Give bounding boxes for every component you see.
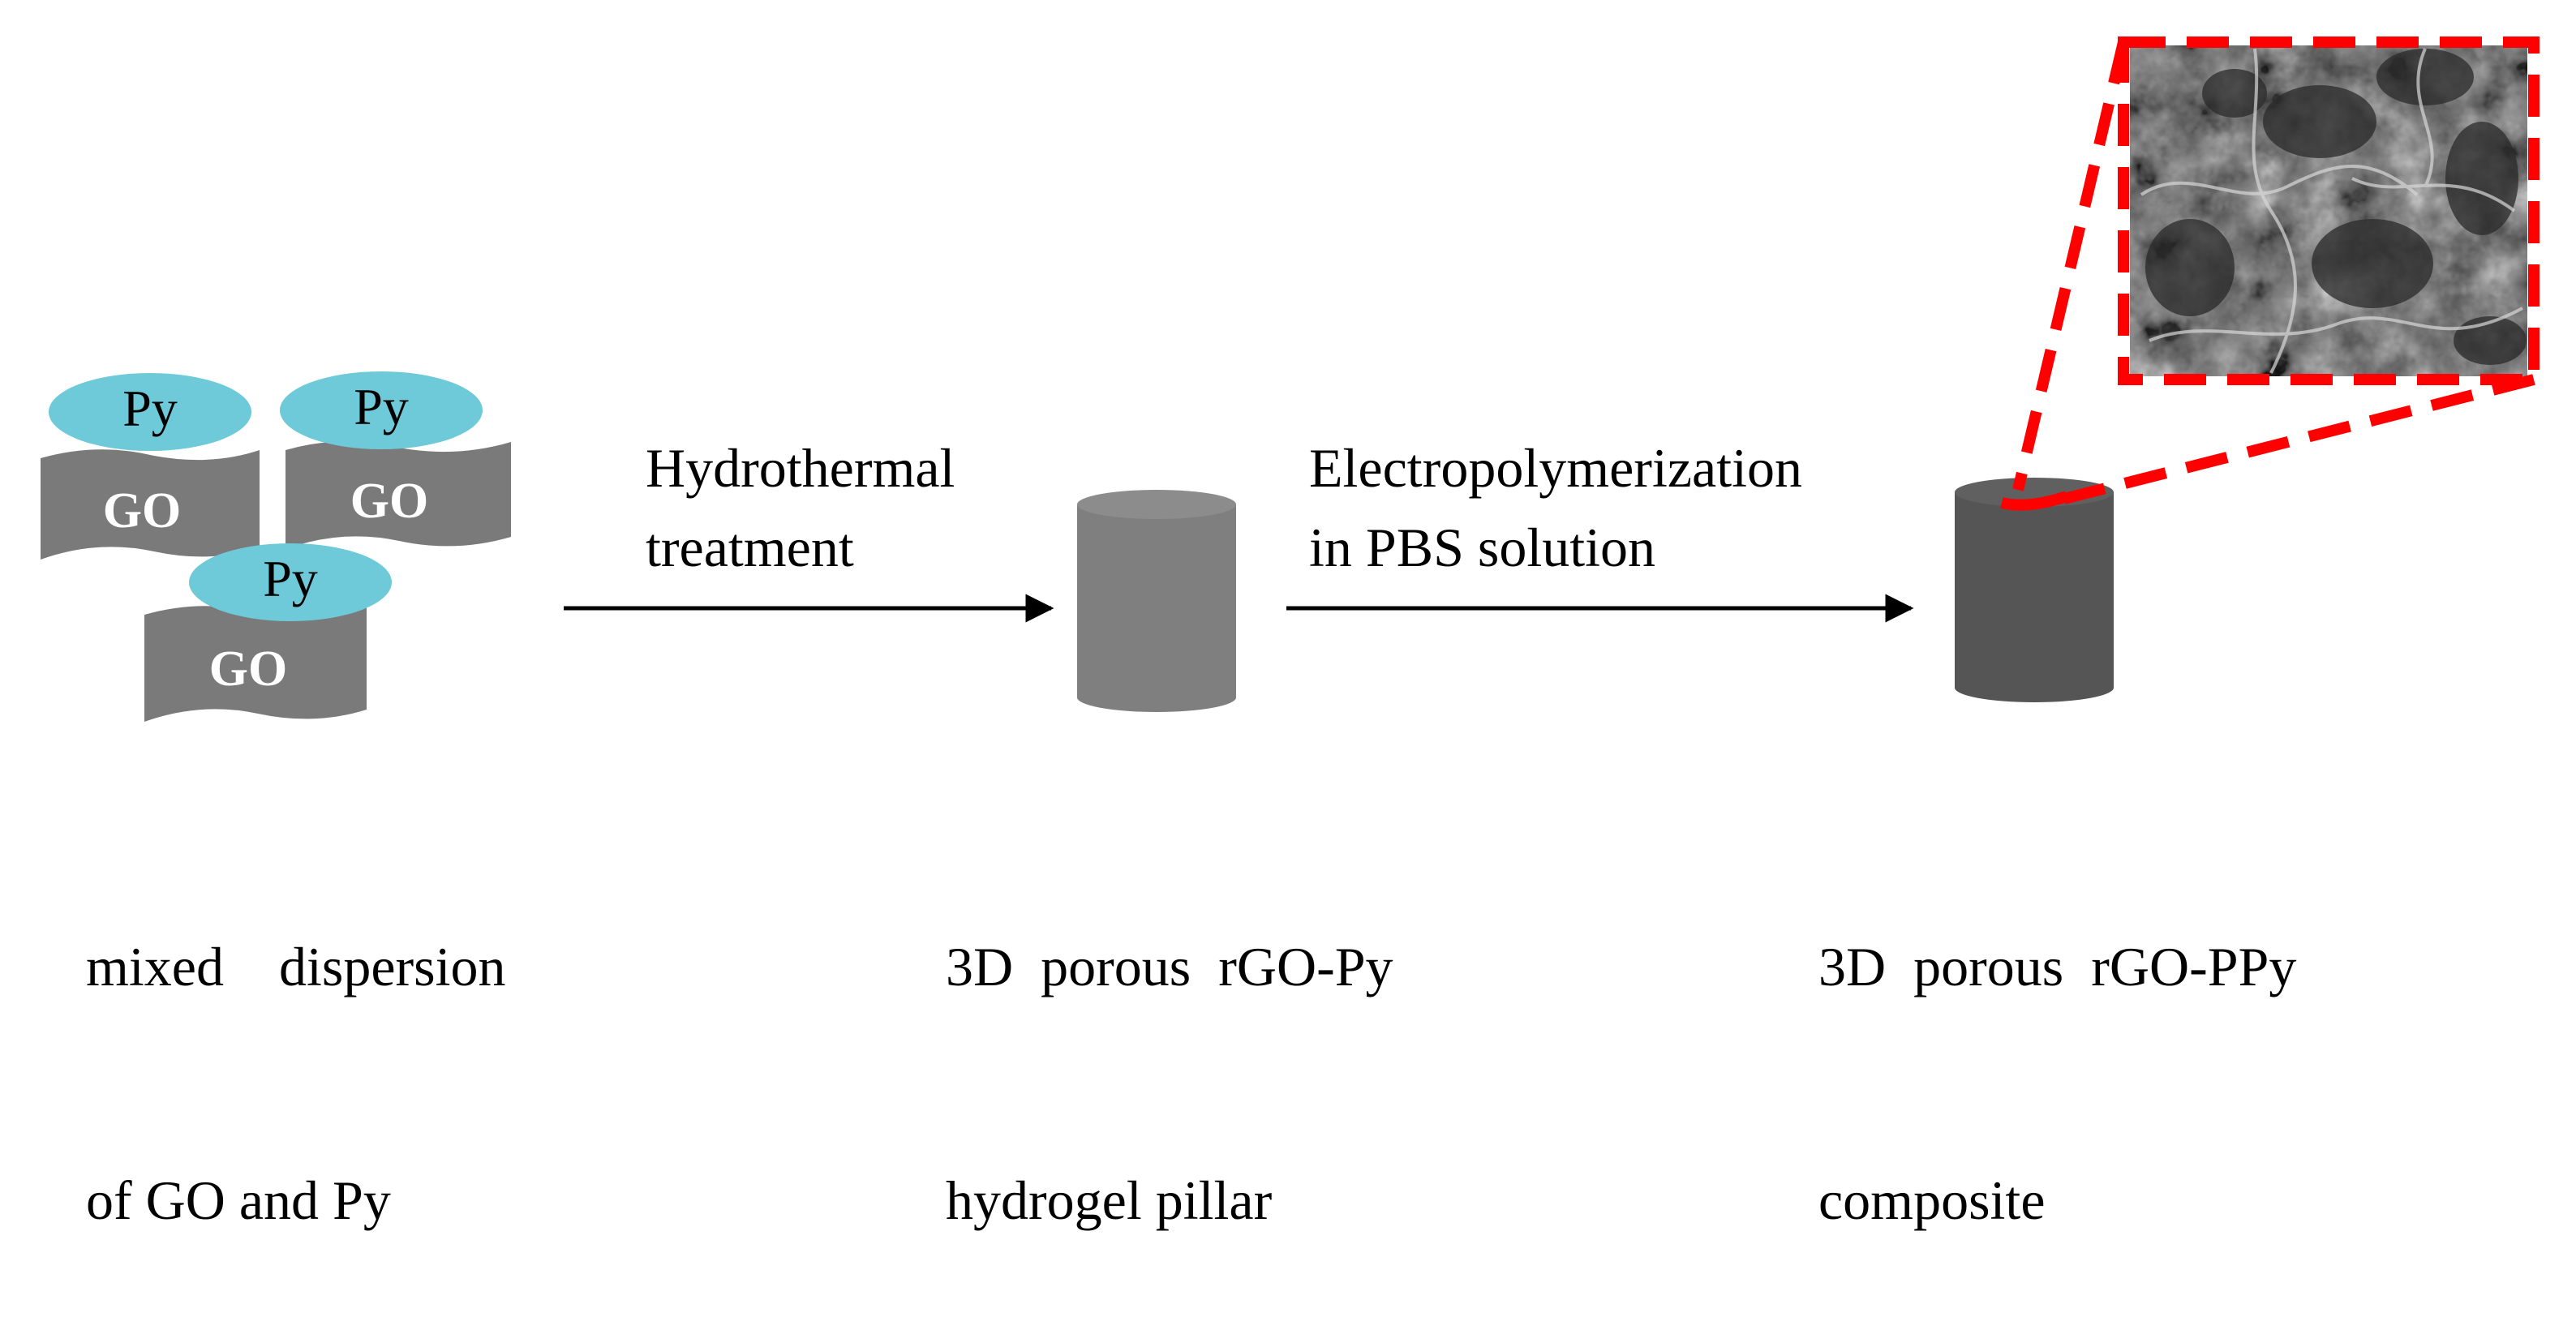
caption-end-line1: 3D porous rGO-PPy bbox=[1818, 936, 2297, 997]
zoom-line-top bbox=[2012, 41, 2129, 491]
process-diagram: GO Py GO Py GO Py Hydrothermal treatment… bbox=[41, 36, 2540, 722]
go-sheet-2 bbox=[286, 441, 511, 549]
caption-start-line2: of GO and Py bbox=[86, 1169, 391, 1231]
step1-label-line2: treatment bbox=[646, 517, 854, 578]
zoom-spot bbox=[2000, 491, 2069, 511]
step2-label-line1: Electropolymerization bbox=[1309, 437, 1802, 499]
py-ellipse-3 bbox=[189, 543, 392, 621]
pillar-body bbox=[1077, 504, 1236, 712]
py-ellipse-1 bbox=[49, 373, 251, 451]
caption-middle: 3D porous rGO-Py hydrogel pillar bbox=[946, 772, 1393, 1317]
composite-body bbox=[1955, 492, 2114, 702]
go-label-3: GO bbox=[209, 641, 287, 697]
py-label-2: Py bbox=[354, 378, 409, 435]
py-label-1: Py bbox=[122, 380, 178, 437]
go-label-2: GO bbox=[350, 474, 428, 529]
sem-ridges bbox=[2140, 48, 2523, 374]
caption-middle-line1: 3D porous rGO-Py bbox=[946, 936, 1393, 997]
py-label-3: Py bbox=[263, 550, 318, 607]
sem-inset bbox=[2000, 36, 2540, 511]
molecule-2: GO Py bbox=[280, 371, 511, 549]
go-sheet-3 bbox=[144, 606, 367, 722]
go-sheet-1 bbox=[41, 449, 260, 560]
sem-highlight-frame bbox=[2118, 36, 2540, 385]
hydrogel-pillar bbox=[1077, 490, 1236, 712]
molecule-3: GO Py bbox=[144, 543, 392, 722]
caption-end-line2: composite bbox=[1818, 1169, 2046, 1231]
caption-middle-line2: hydrogel pillar bbox=[946, 1169, 1273, 1231]
go-label-1: GO bbox=[103, 483, 181, 538]
caption-start: mixed dispersion of GO and Py bbox=[86, 772, 506, 1317]
pillar-top bbox=[1077, 490, 1236, 519]
caption-start-line1: mixed dispersion bbox=[86, 936, 506, 997]
step1-label-line1: Hydrothermal bbox=[646, 437, 955, 499]
step2-label-line2: in PBS solution bbox=[1309, 517, 1655, 578]
sem-pores bbox=[2145, 49, 2527, 365]
electropolymerization-step: Electropolymerization in PBS solution bbox=[1286, 437, 1914, 623]
zoom-line-bottom bbox=[2063, 374, 2535, 504]
py-ellipse-2 bbox=[280, 371, 483, 449]
hydrothermal-step: Hydrothermal treatment bbox=[564, 437, 1054, 623]
molecule-1: GO Py bbox=[41, 373, 260, 560]
composite-cylinder bbox=[1955, 478, 2114, 702]
caption-end: 3D porous rGO-PPy composite bbox=[1818, 772, 2296, 1317]
